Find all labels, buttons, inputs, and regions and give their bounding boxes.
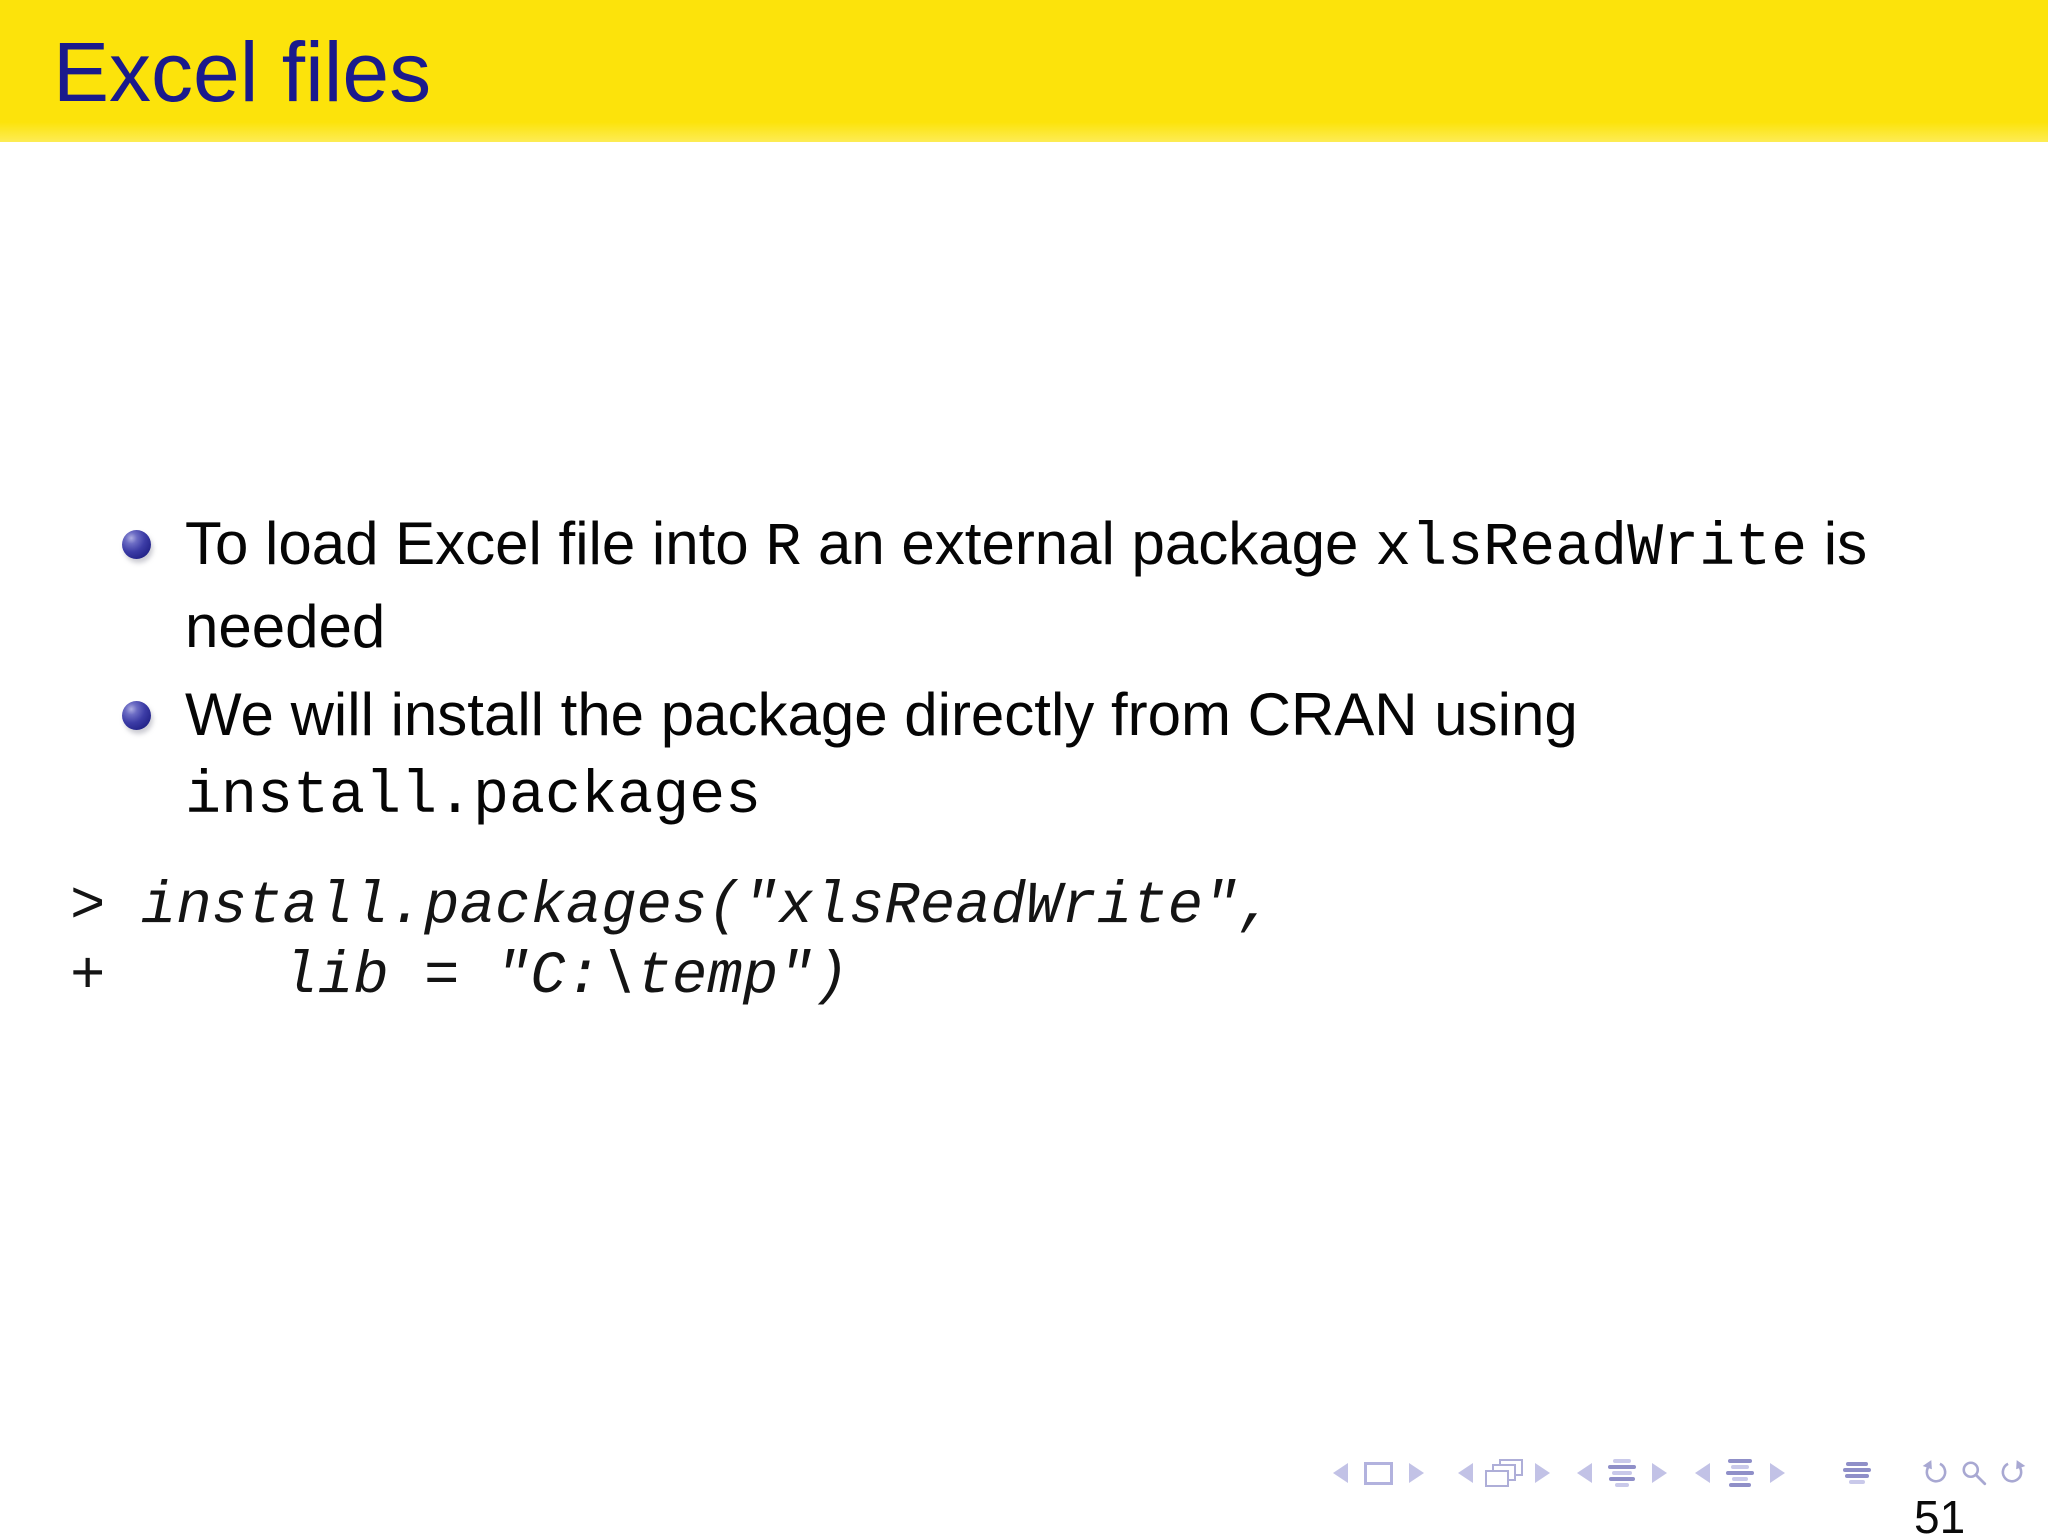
next-section-icon[interactable] <box>1770 1463 1785 1483</box>
page-title: Excel files <box>53 25 432 119</box>
code-block: > install.packages("xlsReadWrite", + lib… <box>70 873 1274 1010</box>
document-nav-group <box>1843 1458 1871 1488</box>
section-outline-icon[interactable] <box>1726 1459 1754 1487</box>
slide-nav-group <box>1333 1458 1424 1488</box>
prev-subsection-icon[interactable] <box>1577 1463 1592 1483</box>
subsection-outline-icon[interactable] <box>1608 1459 1636 1487</box>
text-segment: install.packages <box>185 763 762 831</box>
frame-icon[interactable] <box>1364 1461 1393 1485</box>
subsection-nav-group <box>1577 1458 1667 1488</box>
tools-nav-group <box>1920 1458 2028 1488</box>
prev-section-icon[interactable] <box>1695 1463 1710 1483</box>
bullet-text: To load Excel file into R an external pa… <box>185 505 1867 665</box>
text-segment: R <box>765 515 802 583</box>
history-forward-icon[interactable] <box>2000 1459 2028 1487</box>
text-segment: is <box>1807 510 1868 577</box>
frame-nav-group <box>1458 1458 1550 1488</box>
next-slide-icon[interactable] <box>1409 1463 1424 1483</box>
search-icon[interactable] <box>1960 1459 1988 1487</box>
list-item: We will install the package directly fro… <box>122 676 1578 836</box>
prev-slide-icon[interactable] <box>1333 1463 1348 1483</box>
slide-header: Excel files <box>0 0 2048 142</box>
page-number: 51 <box>1914 1491 1966 1536</box>
bullet-line: needed <box>185 588 1867 665</box>
ball-bullet-icon <box>122 530 151 559</box>
bullet-line: To load Excel file into R an external pa… <box>185 505 1867 588</box>
prev-frame-icon[interactable] <box>1458 1463 1473 1483</box>
text-segment: To load Excel file into <box>185 510 766 577</box>
ball-bullet-icon <box>122 701 151 730</box>
history-back-icon[interactable] <box>1920 1459 1948 1487</box>
document-outline-icon[interactable] <box>1843 1462 1871 1484</box>
section-nav-group <box>1695 1458 1785 1488</box>
next-frame-icon[interactable] <box>1535 1463 1550 1483</box>
bullet-line: We will install the package directly fro… <box>185 676 1578 753</box>
bullet-line: install.packages <box>185 753 1578 836</box>
list-item: To load Excel file into R an external pa… <box>122 505 1867 665</box>
next-subsection-icon[interactable] <box>1652 1463 1667 1483</box>
text-segment: an external package <box>801 510 1376 577</box>
text-segment: needed <box>185 593 386 660</box>
bullet-text: We will install the package directly fro… <box>185 676 1578 836</box>
text-segment: We will install the package directly fro… <box>185 681 1578 748</box>
text-segment: xlsReadWrite <box>1375 515 1808 583</box>
frame-stack-icon[interactable] <box>1485 1459 1523 1487</box>
